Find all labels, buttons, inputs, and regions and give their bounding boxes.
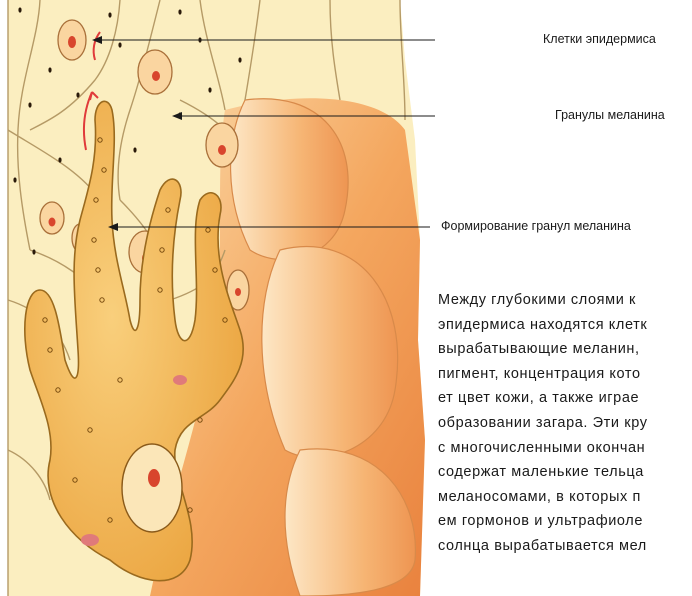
label-epidermis-cells: Клетки эпидермиса xyxy=(543,32,656,46)
paragraph-line: с многочисленными окончан xyxy=(438,436,692,461)
melanocyte-nucleus xyxy=(122,444,182,532)
paragraph-line: меланосомами, в которых п xyxy=(438,485,692,510)
paragraph-line: пигмент, концентрация кото xyxy=(438,362,692,387)
paragraph-line: ет цвет кожи, а также играе xyxy=(438,386,692,411)
label-melanin-granules: Гранулы меланина xyxy=(555,108,665,122)
paragraph-line: Между глубокими слоями к xyxy=(438,288,692,313)
paragraph-line: ем гормонов и ультрафиоле xyxy=(438,509,692,534)
description-paragraph: Между глубокими слоями к эпидермиса нахо… xyxy=(438,288,692,559)
label-granule-formation: Формирование гранул меланина xyxy=(441,219,631,233)
paragraph-line: содержат маленькие тельца xyxy=(438,460,692,485)
paragraph-line: солнца вырабатывается мел xyxy=(438,534,692,559)
paragraph-line: эпидермиса находятся клетк xyxy=(438,313,692,338)
paragraph-line: вырабатывающие меланин, xyxy=(438,337,692,362)
paragraph-line: образовании загара. Эти кру xyxy=(438,411,692,436)
